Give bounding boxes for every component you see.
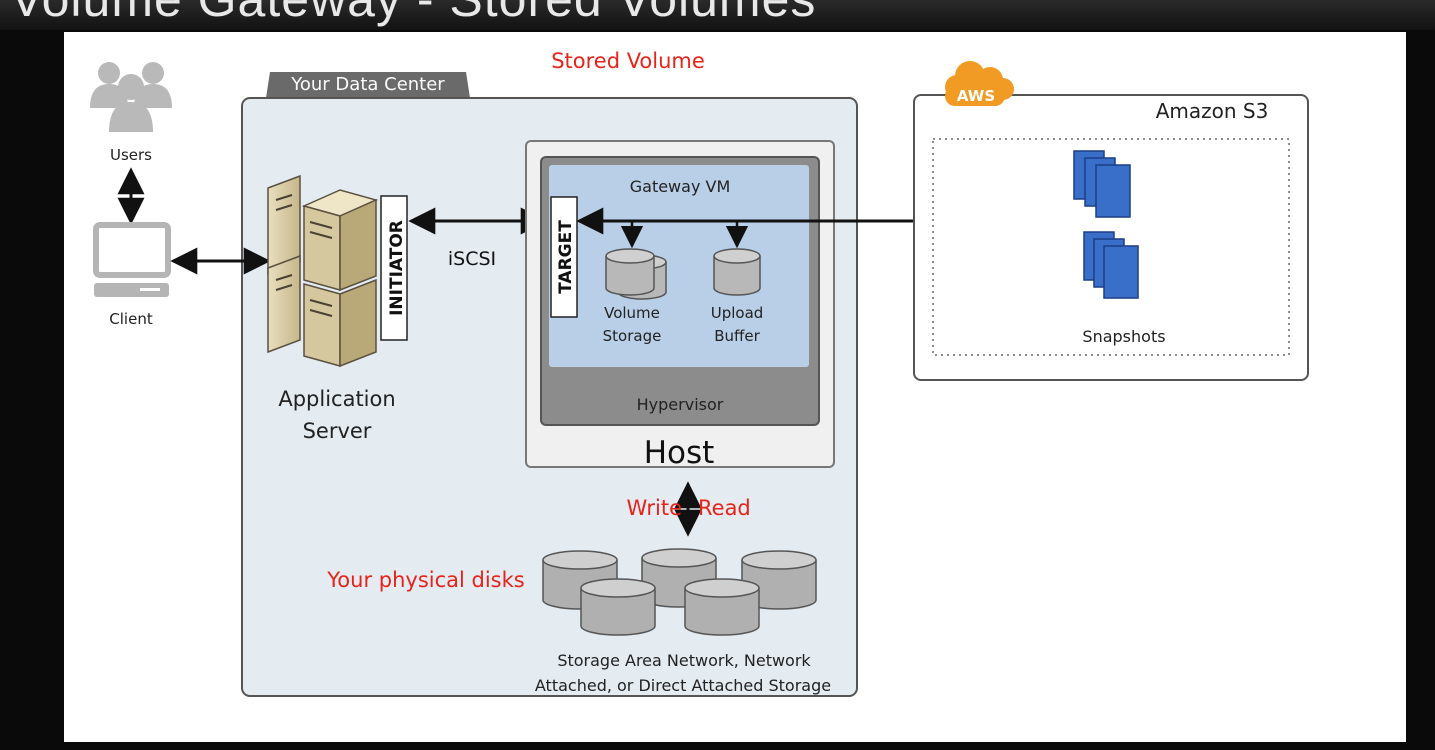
gateway-vm-label: Gateway VM	[630, 177, 731, 196]
initiator-label: INITIATOR	[387, 220, 407, 316]
users-label: Users	[110, 146, 152, 164]
volume-storage-label-line2: Storage	[603, 327, 662, 345]
snapshots-label: Snapshots	[1082, 327, 1165, 346]
aws-badge-label: AWS	[957, 87, 995, 105]
diagram-title: Stored Volume	[551, 49, 705, 73]
client-label: Client	[109, 310, 153, 328]
upload-buffer-label-line1: Upload	[711, 304, 764, 322]
host-label: Host	[644, 435, 715, 471]
slide-title: Volume Gateway - Stored Volumes	[10, 0, 816, 28]
physical-disks-label: Your physical disks	[326, 568, 524, 592]
write-label: Write	[627, 496, 682, 520]
stored-volume-diagram: Stored Volume Your Data Center Users Cli…	[90, 49, 1309, 697]
aws-cloud-icon	[945, 61, 1014, 106]
diagram-slide: Stored Volume Your Data Center Users Cli…	[64, 32, 1406, 742]
physical-disks-icon	[542, 548, 817, 636]
target-label: TARGET	[556, 220, 576, 294]
upload-buffer-label-line2: Buffer	[714, 327, 760, 345]
iscsi-label: iSCSI	[448, 248, 496, 270]
users-icon	[90, 62, 172, 132]
volume-storage-label-line1: Volume	[604, 304, 660, 322]
client-computer-icon	[93, 222, 171, 297]
data-center-tab	[266, 72, 470, 98]
volume-storage-cylinder	[605, 248, 667, 300]
s3-bucket-dashed-box	[932, 138, 1290, 356]
app-server-label-line2: Server	[303, 419, 372, 443]
storage-label-line1: Storage Area Network, Network	[557, 651, 811, 670]
s3-label: Amazon S3	[1156, 99, 1269, 123]
application-server-icon	[267, 174, 379, 368]
target-box	[550, 196, 578, 318]
read-label: Read	[698, 496, 751, 520]
data-center-tab-label: Your Data Center	[290, 74, 445, 95]
storage-label-line2: Attached, or Direct Attached Storage	[535, 676, 831, 695]
slide-title-bar: Volume Gateway - Stored Volumes	[0, 0, 1435, 30]
app-server-label-line1: Application	[278, 387, 395, 411]
hypervisor-label: Hypervisor	[637, 395, 724, 414]
snapshots-icon	[1073, 150, 1139, 299]
upload-buffer-cylinder	[713, 248, 761, 296]
initiator-box	[380, 195, 408, 341]
